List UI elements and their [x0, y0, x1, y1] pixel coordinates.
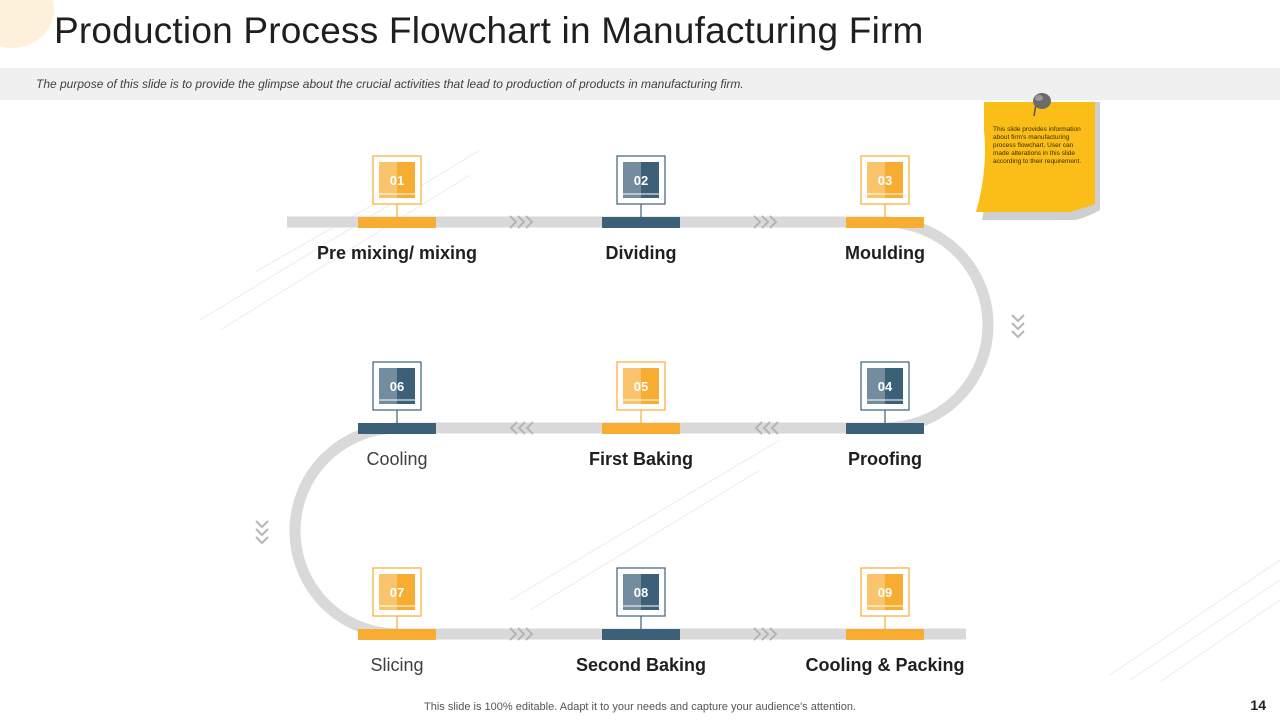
step-label-05: First Baking	[588, 449, 694, 469]
step-label-07: Slicing	[370, 655, 424, 675]
purpose-text: The purpose of this slide is to provide …	[36, 77, 744, 91]
chevron-right-icon	[509, 215, 534, 229]
chevron-down-icon	[255, 520, 269, 545]
step-bar	[846, 629, 924, 640]
sticky-note	[976, 93, 1100, 220]
chevron-right-icon	[753, 215, 778, 229]
chevron-left-icon	[754, 421, 779, 435]
step-bar	[358, 217, 436, 228]
chevron-left-icon	[509, 421, 534, 435]
step-number: 08	[634, 585, 648, 600]
step-marker-03: 03	[846, 155, 924, 228]
step-label-06: Cooling	[366, 449, 428, 469]
slide-title: Production Process Flowchart in Manufact…	[54, 10, 924, 51]
purpose-band: The purpose of this slide is to provide …	[0, 68, 1280, 100]
sticky-note-text: This slide provides information about fi…	[993, 126, 1082, 165]
step-bar	[602, 629, 680, 640]
step-bar	[846, 217, 924, 228]
step-number: 02	[634, 173, 648, 188]
step-number: 03	[878, 173, 892, 188]
chevron-down-icon	[1011, 314, 1025, 339]
step-markers: 01 02 03 04 05 06 07 08 09	[358, 155, 924, 640]
step-marker-09: 09	[846, 567, 924, 640]
step-number: 01	[390, 173, 404, 188]
direction-chevrons	[255, 215, 1025, 641]
chevron-right-icon	[509, 627, 534, 641]
step-number: 09	[878, 585, 892, 600]
step-label-08: Second Baking	[575, 655, 707, 675]
step-marker-01: 01	[358, 155, 436, 228]
page-number: 14	[1250, 697, 1266, 713]
step-number: 06	[390, 379, 404, 394]
step-marker-04: 04	[846, 361, 924, 434]
footer-text: This slide is 100% editable. Adapt it to…	[424, 701, 856, 713]
step-number: 05	[634, 379, 648, 394]
step-label-02: Dividing	[605, 243, 677, 263]
step-number: 07	[390, 585, 404, 600]
step-bar	[358, 629, 436, 640]
step-bar	[846, 423, 924, 434]
step-label-01: Pre mixing/ mixing	[316, 243, 478, 263]
step-number: 04	[878, 379, 893, 394]
push-pin-icon	[1033, 93, 1051, 117]
step-bar	[602, 423, 680, 434]
step-marker-02: 02	[602, 155, 680, 228]
step-bar	[358, 423, 436, 434]
decorative-streaks	[199, 149, 1280, 683]
step-bar	[602, 217, 680, 228]
chevron-right-icon	[753, 627, 778, 641]
step-marker-06: 06	[358, 361, 436, 434]
step-label-09: Cooling & Packing	[805, 655, 965, 675]
step-marker-07: 07	[358, 567, 436, 640]
step-label-03: Moulding	[845, 243, 925, 263]
step-marker-05: 05	[602, 361, 680, 434]
step-label-04: Proofing	[848, 449, 922, 469]
step-marker-08: 08	[602, 567, 680, 640]
